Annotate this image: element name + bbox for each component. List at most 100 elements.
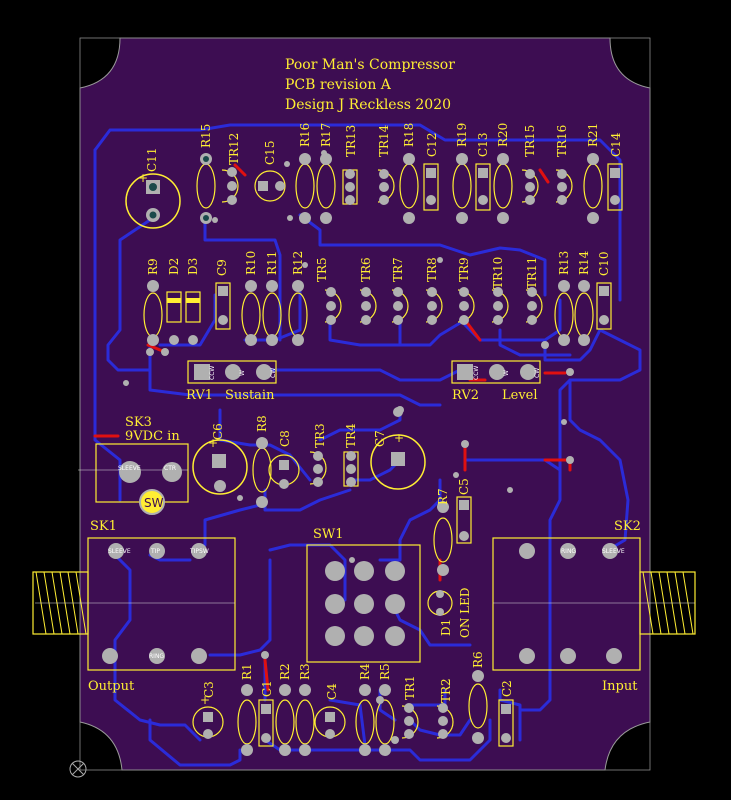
sk1-sleeve: SLEEVE: [108, 548, 131, 555]
tr3-label: TR3: [313, 423, 327, 448]
rv1-label: RV1: [186, 388, 213, 403]
c6-label: C6: [211, 423, 225, 440]
rv2-label: RV2: [452, 388, 479, 403]
sw1-label: SW1: [313, 527, 344, 542]
d2-label: D2: [167, 258, 181, 275]
c11-label: C11: [145, 148, 159, 172]
sk1-label: SK1: [90, 519, 117, 534]
sk3-sleeve: SLEEVE: [118, 465, 141, 472]
board-title-block: Poor Man's Compressor PCB revision A Des…: [285, 57, 455, 113]
sk1-tip: TIP: [150, 548, 160, 555]
sk1-desc: Output: [88, 679, 135, 694]
d1-label: D1: [439, 619, 453, 636]
title-line2: PCB revision A: [285, 77, 392, 93]
middle-row-components: R9 D2 D3 C9 R10 R11 R12: [143, 250, 612, 346]
sk1-tipsw: TIPSW: [189, 548, 209, 555]
rv2-w: W: [503, 370, 510, 376]
dc-jack-sk3: SK3 9VDC in SLEEVE CTR SW: [78, 415, 189, 515]
sk2-desc: Input: [602, 679, 638, 694]
origin-marker: [69, 760, 87, 778]
r13-label: R13: [557, 251, 571, 275]
c6-plus: +: [208, 436, 218, 450]
tr8-label: TR8: [425, 257, 439, 282]
sk2-ring: RING: [561, 548, 576, 555]
transistor-array: TR5 TR6 TR7 TR8 TR9 TR10 TR11: [315, 257, 543, 325]
tr5-label: TR5: [315, 257, 329, 282]
r14-label: R14: [577, 250, 591, 275]
led-desc: ON LED: [458, 587, 472, 638]
c13-label: C13: [476, 133, 490, 157]
c3-label: C3: [202, 681, 216, 698]
sk3-desc: 9VDC in: [125, 429, 180, 444]
sk2-label: SK2: [614, 519, 641, 534]
top-row-components: R15 TR12 C15 R16 R17 TR13 TR14 R18 C12: [196, 123, 623, 224]
tr15-label: TR15: [523, 125, 537, 157]
r11-label: R11: [265, 251, 279, 275]
c14-label: C14: [609, 132, 623, 157]
r3-label: R3: [298, 663, 312, 680]
r18-label: R18: [402, 123, 416, 147]
c7-plus: +: [394, 431, 404, 445]
capacitor-c11: + C11: [125, 148, 181, 229]
c5-label: C5: [457, 478, 471, 495]
title-line3: Design J Reckless 2020: [285, 97, 451, 113]
sw-pad-label: SW: [144, 496, 164, 510]
top-traces: [93, 163, 572, 692]
tr6-label: TR6: [359, 257, 373, 282]
c9-label: C9: [215, 259, 229, 276]
c10-label: C10: [597, 252, 611, 276]
tr2-label: TR2: [439, 678, 453, 703]
jack-sk2: SK2 RING SLEEVE Input: [492, 519, 696, 694]
r16-label: R16: [298, 123, 312, 147]
r4-label: R4: [358, 663, 372, 680]
c12-label: C12: [425, 133, 439, 157]
r17-label: R17: [319, 123, 333, 147]
sk3-label: SK3: [125, 415, 152, 430]
r2-label: R2: [278, 663, 292, 680]
rv1-ccw: CCW: [209, 366, 216, 380]
rv2-cw: CW: [534, 368, 541, 378]
c4-label: C4: [325, 683, 339, 700]
potentiometer-rv1: CCW W CW RV1 Sustain: [186, 360, 277, 403]
c7-label: C7: [373, 430, 387, 447]
r15-label: R15: [199, 124, 213, 148]
tr10-label: TR10: [491, 257, 505, 289]
r5-label: R5: [378, 663, 392, 680]
c11-plus: +: [138, 171, 148, 185]
rv1-cw: CW: [270, 368, 277, 378]
tr13-label: TR13: [344, 125, 358, 157]
c15-label: C15: [263, 141, 277, 165]
r1-label: R1: [240, 663, 254, 680]
rv2-ccw: CCW: [473, 366, 480, 380]
switch-sw1: SW1: [306, 527, 421, 663]
r21-label: R21: [586, 123, 600, 147]
sk2-sleeve: SLEEVE: [602, 548, 625, 555]
r20-label: R20: [496, 123, 510, 147]
r19-label: R19: [455, 123, 469, 147]
c1-label: C1: [260, 680, 274, 697]
lower-middle-components: + C6 R8 C8 TR3 TR4 + C7 R7 C5: [192, 407, 472, 576]
rv1-w: W: [239, 370, 246, 376]
led-d1: D1 ON LED: [427, 587, 472, 638]
tr11-label: TR11: [525, 257, 539, 289]
r6-label: R6: [471, 651, 485, 668]
r7-label: R7: [436, 488, 450, 505]
r9-label: R9: [146, 258, 160, 275]
bottom-row-components: + C3 R1 C1 R2 R3 C4 R4 R5 TR1: [192, 651, 514, 756]
tr16-label: TR16: [555, 125, 569, 157]
tr12-label: TR12: [227, 133, 241, 165]
board-bounding-line: [79, 37, 651, 771]
r8-label: R8: [255, 415, 269, 432]
d3-label: D3: [186, 258, 200, 275]
tr4-label: TR4: [344, 423, 358, 448]
title-line1: Poor Man's Compressor: [285, 57, 455, 73]
rv2-desc: Level: [502, 388, 538, 403]
r12-label: R12: [291, 251, 305, 275]
tr7-label: TR7: [391, 257, 405, 282]
jack-sk1: SK1 SLEEVE TIP TIPSW RING Output: [32, 519, 236, 694]
sk1-ring: RING: [149, 653, 164, 660]
tr1-label: TR1: [403, 675, 417, 700]
rv1-desc: Sustain: [225, 388, 275, 403]
r10-label: R10: [244, 251, 258, 275]
